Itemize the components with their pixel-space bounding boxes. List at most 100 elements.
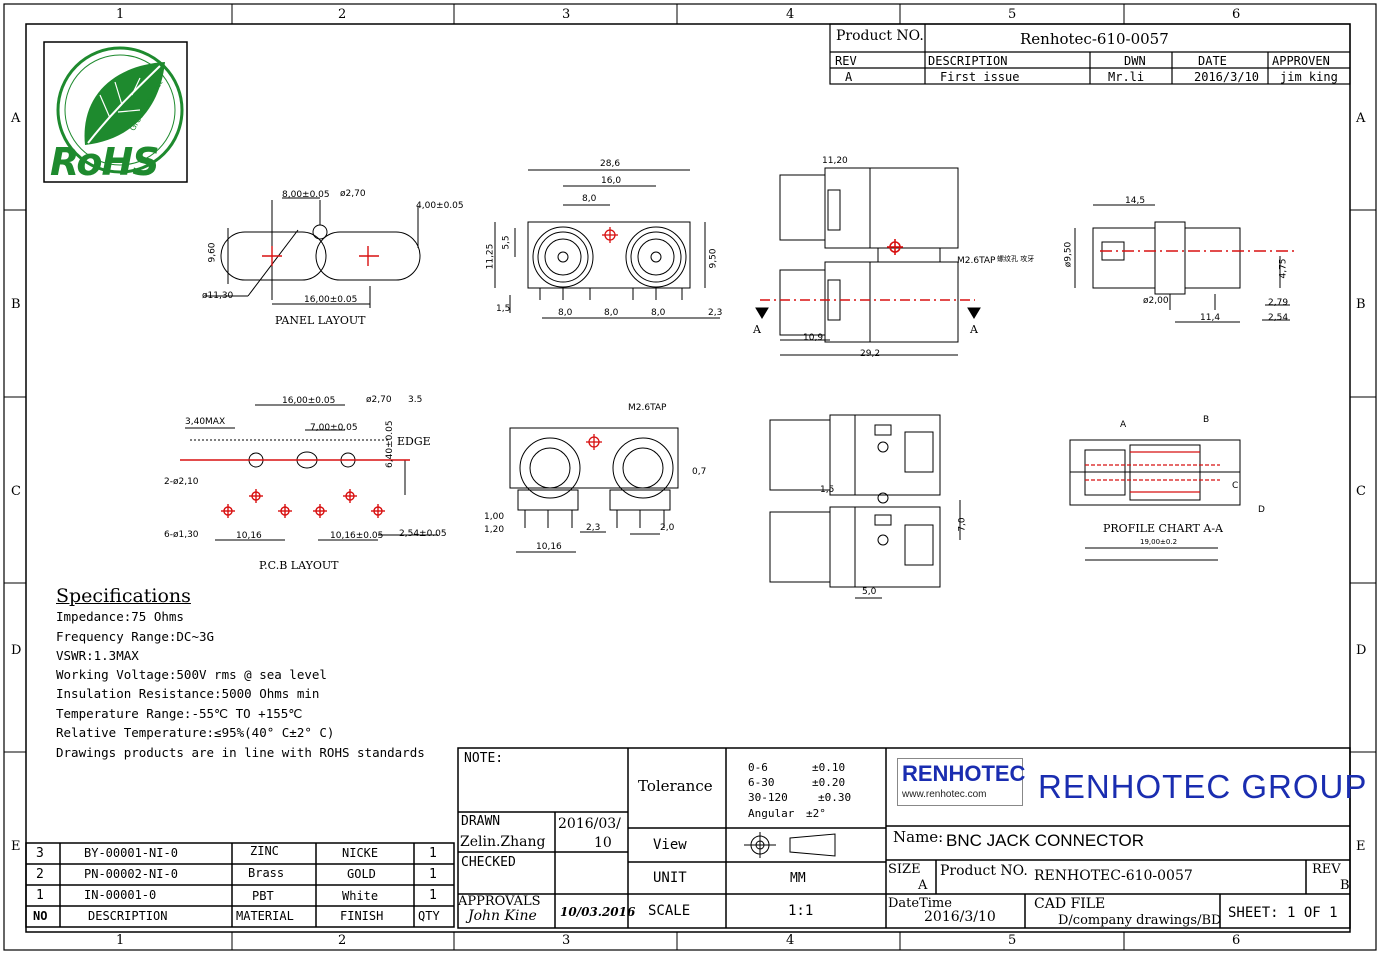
pcb-dim-254: 2,54±0.05 bbox=[399, 529, 447, 539]
spec-impedance: Impedance:75 Ohms bbox=[56, 609, 184, 624]
front-dim-8: 8,0 bbox=[582, 194, 597, 204]
tb-drawn-date-a: 2016/03/ bbox=[558, 816, 621, 832]
front-dim-23: 2,3 bbox=[708, 308, 723, 318]
tb-name-label: Name: bbox=[893, 828, 944, 846]
grid-row-b-right: B bbox=[1356, 297, 1366, 312]
tb-drawn-by: Zelin.Zhang bbox=[460, 834, 546, 850]
front-dim-286: 28,6 bbox=[600, 159, 621, 169]
side-dim-m26tap: M2.6TAP bbox=[957, 256, 996, 266]
tb-tol-2-value: ±0.30 bbox=[818, 791, 852, 804]
rohs-logo-text: RoHS bbox=[50, 140, 160, 184]
tb-size-label: SIZE bbox=[888, 862, 921, 877]
section-mark-right: A bbox=[970, 323, 978, 336]
tb-approvals-label: APPROVALS bbox=[458, 894, 541, 909]
bom-row3-finish: NICKE bbox=[342, 846, 379, 860]
bom-header-qty: QTY bbox=[418, 909, 440, 923]
bom-row3-desc: BY-00001-NI-0 bbox=[84, 846, 178, 860]
spec-frequency: Frequency Range:DC~3G bbox=[56, 629, 215, 644]
tb-tol-1-value: ±0.20 bbox=[812, 776, 846, 789]
renhotec-logo-url: www.renhotec.com bbox=[902, 789, 987, 800]
pcb-dim-7: 7,00±0.05 bbox=[310, 423, 358, 433]
tb-date: 2016/3/10 bbox=[924, 909, 996, 925]
profile-dim-19: 19,00±0.2 bbox=[1140, 538, 1178, 546]
pcb-dim-340max: 3,40MAX bbox=[185, 417, 226, 427]
pcb-dim-1016: 10,16 bbox=[236, 531, 262, 541]
top-view-drawing bbox=[769, 414, 961, 599]
panel-dim-8: 8,00±0.05 bbox=[282, 190, 330, 200]
panel-dim-960: 9,60 bbox=[207, 242, 218, 263]
panel-dim-4: 4,00±0.05 bbox=[416, 201, 464, 211]
pcb-dim-35: 3.5 bbox=[408, 395, 423, 405]
grid-col-4-bottom: 4 bbox=[786, 933, 795, 948]
right-dim-145: 14,5 bbox=[1125, 196, 1146, 206]
grid-col-3-bottom: 3 bbox=[562, 933, 571, 948]
bom-row3-no: 3 bbox=[36, 846, 44, 861]
grid-col-6-bottom: 6 bbox=[1232, 933, 1241, 948]
pcb-dim-d270: ø2,70 bbox=[366, 395, 392, 405]
bfront-dim-23: 2,3 bbox=[586, 523, 601, 533]
profile-chart-drawing bbox=[1069, 439, 1241, 561]
front-dim-8-b: 8,0 bbox=[604, 308, 619, 318]
tb-view-label: View bbox=[653, 837, 687, 853]
bom-row3-material: ZINC bbox=[250, 844, 279, 858]
panel-dim-d270: ø2,70 bbox=[340, 189, 366, 199]
pcb-dim-16: 16,00±0.05 bbox=[282, 396, 336, 406]
tb-drawn-label: DRAWN bbox=[461, 814, 501, 829]
tb-scale-label: SCALE bbox=[648, 903, 691, 919]
bom-row1-desc: IN-00001-0 bbox=[84, 888, 157, 902]
grid-row-a: A bbox=[11, 111, 21, 126]
pcb-dim-640: 6,40±0.05 bbox=[385, 420, 395, 468]
spec-insulation: Insulation Resistance:5000 Ohms min bbox=[56, 686, 320, 701]
grid-col-6: 6 bbox=[1232, 7, 1241, 22]
pcb-dim-2d210: 2-ø2,10 bbox=[164, 477, 199, 487]
rev-header-dwn: DWN bbox=[1124, 54, 1146, 68]
panel-dim-d1130: ø11,30 bbox=[202, 291, 234, 301]
bom-header-finish: FINISH bbox=[340, 909, 384, 923]
rev-header-desc: DESCRIPTION bbox=[928, 54, 1008, 68]
tb-tol-3-range: Angular bbox=[748, 807, 795, 820]
projection-symbol bbox=[744, 832, 836, 858]
pcb-layout-title: P.C.B LAYOUT bbox=[259, 559, 339, 572]
rev-header-rev: REV bbox=[835, 54, 857, 68]
panel-layout-drawing bbox=[205, 197, 421, 308]
tb-size: A bbox=[918, 878, 928, 893]
bom-header-no: NO bbox=[33, 909, 48, 923]
grid-col-1-bottom: 1 bbox=[116, 933, 125, 948]
bfront-dim-1016: 10,16 bbox=[536, 542, 562, 552]
profile-callout-b: B bbox=[1203, 415, 1210, 425]
bom-row1-finish: White bbox=[342, 889, 379, 903]
tb-note-label: NOTE: bbox=[464, 751, 504, 766]
spec-relative-temp: Relative Temperature:≤95%(40° C±2° C) bbox=[56, 725, 335, 740]
tb-tol-0-value: ±0.10 bbox=[812, 761, 846, 774]
tb-scale: 1:1 bbox=[788, 903, 814, 919]
top-dim-50: 5,0 bbox=[862, 587, 877, 597]
top-dim-70: 7,0 bbox=[957, 517, 968, 532]
panel-layout-title: PANEL LAYOUT bbox=[275, 314, 366, 327]
tb-approved-by: John Kine bbox=[468, 908, 537, 924]
bom-row1-qty: 1 bbox=[429, 888, 437, 903]
tb-tol-1-range: 6-30 bbox=[748, 776, 775, 789]
tb-tol-2-range: 30-120 bbox=[748, 791, 788, 804]
grid-row-e: E bbox=[11, 839, 21, 854]
grid-col-2: 2 bbox=[338, 7, 347, 22]
profile-callout-d: D bbox=[1258, 505, 1265, 515]
front-dim-8-a: 8,0 bbox=[558, 308, 573, 318]
specifications-title: Specifications bbox=[56, 585, 191, 607]
front-dim-55: 5,5 bbox=[501, 235, 512, 250]
grid-row-d-right: D bbox=[1356, 643, 1367, 658]
bom-row2-no: 2 bbox=[36, 867, 44, 882]
tb-rev-label: REV bbox=[1312, 862, 1341, 877]
tb-sheet: SHEET: 1 OF 1 bbox=[1228, 905, 1338, 921]
bom-header-material: MATERIAL bbox=[236, 909, 294, 923]
side-dim-1120: 11,20 bbox=[822, 156, 848, 166]
side-note: 螺纹孔 攻牙 bbox=[997, 255, 1035, 263]
tb-product-no: RENHOTEC-610-0057 bbox=[1034, 868, 1193, 884]
tb-drawn-date-b: 10 bbox=[594, 835, 612, 851]
tb-cad-label: CAD FILE bbox=[1034, 896, 1106, 912]
grid-col-2-bottom: 2 bbox=[338, 933, 347, 948]
right-dim-279: 2,79 bbox=[1268, 298, 1289, 308]
rohs-logo-graphic bbox=[43, 41, 188, 183]
tb-cad: D/company drawings/BD bbox=[1058, 913, 1222, 928]
grid-row-c-right: C bbox=[1356, 484, 1366, 499]
company-name: RENHOTEC GROUP bbox=[1038, 768, 1368, 805]
